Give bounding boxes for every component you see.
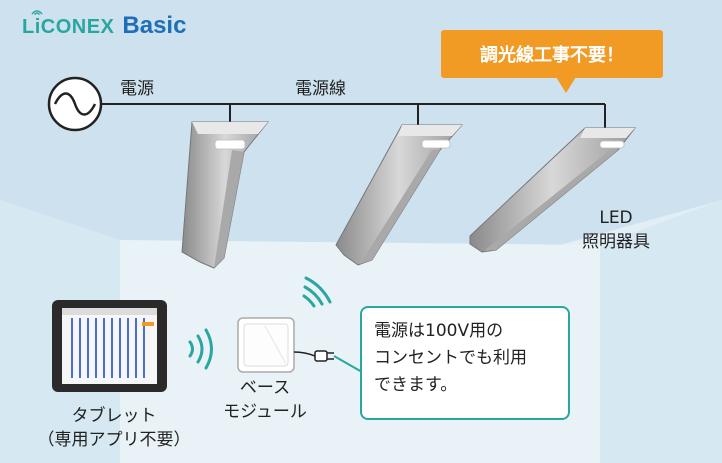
led-fixture-label: LED 照明器具 xyxy=(582,206,650,254)
power-line-label: 電源線 xyxy=(295,79,346,99)
tablet-label-line-1: タブレット xyxy=(71,406,157,426)
info-pointer xyxy=(333,355,363,373)
ac-power-icon xyxy=(47,76,103,132)
power-cord xyxy=(293,351,316,357)
wireless-signal-icon xyxy=(188,328,213,370)
product-name: Basic xyxy=(122,12,187,39)
tablet-label: タブレット （専用アプリ不要） xyxy=(14,404,214,452)
led-fixture-icon xyxy=(469,127,637,253)
brand-logo: LiCONEX Basic xyxy=(22,10,187,48)
wireless-icon xyxy=(31,10,43,16)
outlet-info-box: 電源は100V用の コンセントでも利用 できます。 xyxy=(360,306,570,420)
callout-tail xyxy=(556,77,576,93)
no-dimming-wire-callout: 調光線工事不要！ xyxy=(441,30,663,78)
led-label-line-2: 照明器具 xyxy=(582,232,650,252)
info-line-1: 電源は100V用の xyxy=(374,321,504,341)
brand-name: LiCONEX xyxy=(22,16,115,38)
plug-icon xyxy=(314,350,334,362)
base-module-icon xyxy=(237,317,295,373)
info-line-2: コンセントでも利用 xyxy=(374,348,527,368)
info-line-3: できます。 xyxy=(374,375,458,395)
right-wall xyxy=(600,200,722,463)
tablet-label-line-2: （専用アプリ不要） xyxy=(37,430,191,450)
power-source-label: 電源 xyxy=(120,79,154,99)
base-module-label: ベース モジュール xyxy=(205,376,325,424)
module-label-line-2: モジュール xyxy=(223,402,307,422)
tablet-icon xyxy=(52,300,167,392)
led-fixture-icon xyxy=(335,124,464,266)
led-label-line-1: LED xyxy=(599,208,633,228)
module-label-line-1: ベース xyxy=(239,378,291,398)
wireless-signal-icon xyxy=(302,276,332,308)
led-fixture-icon xyxy=(181,121,270,269)
